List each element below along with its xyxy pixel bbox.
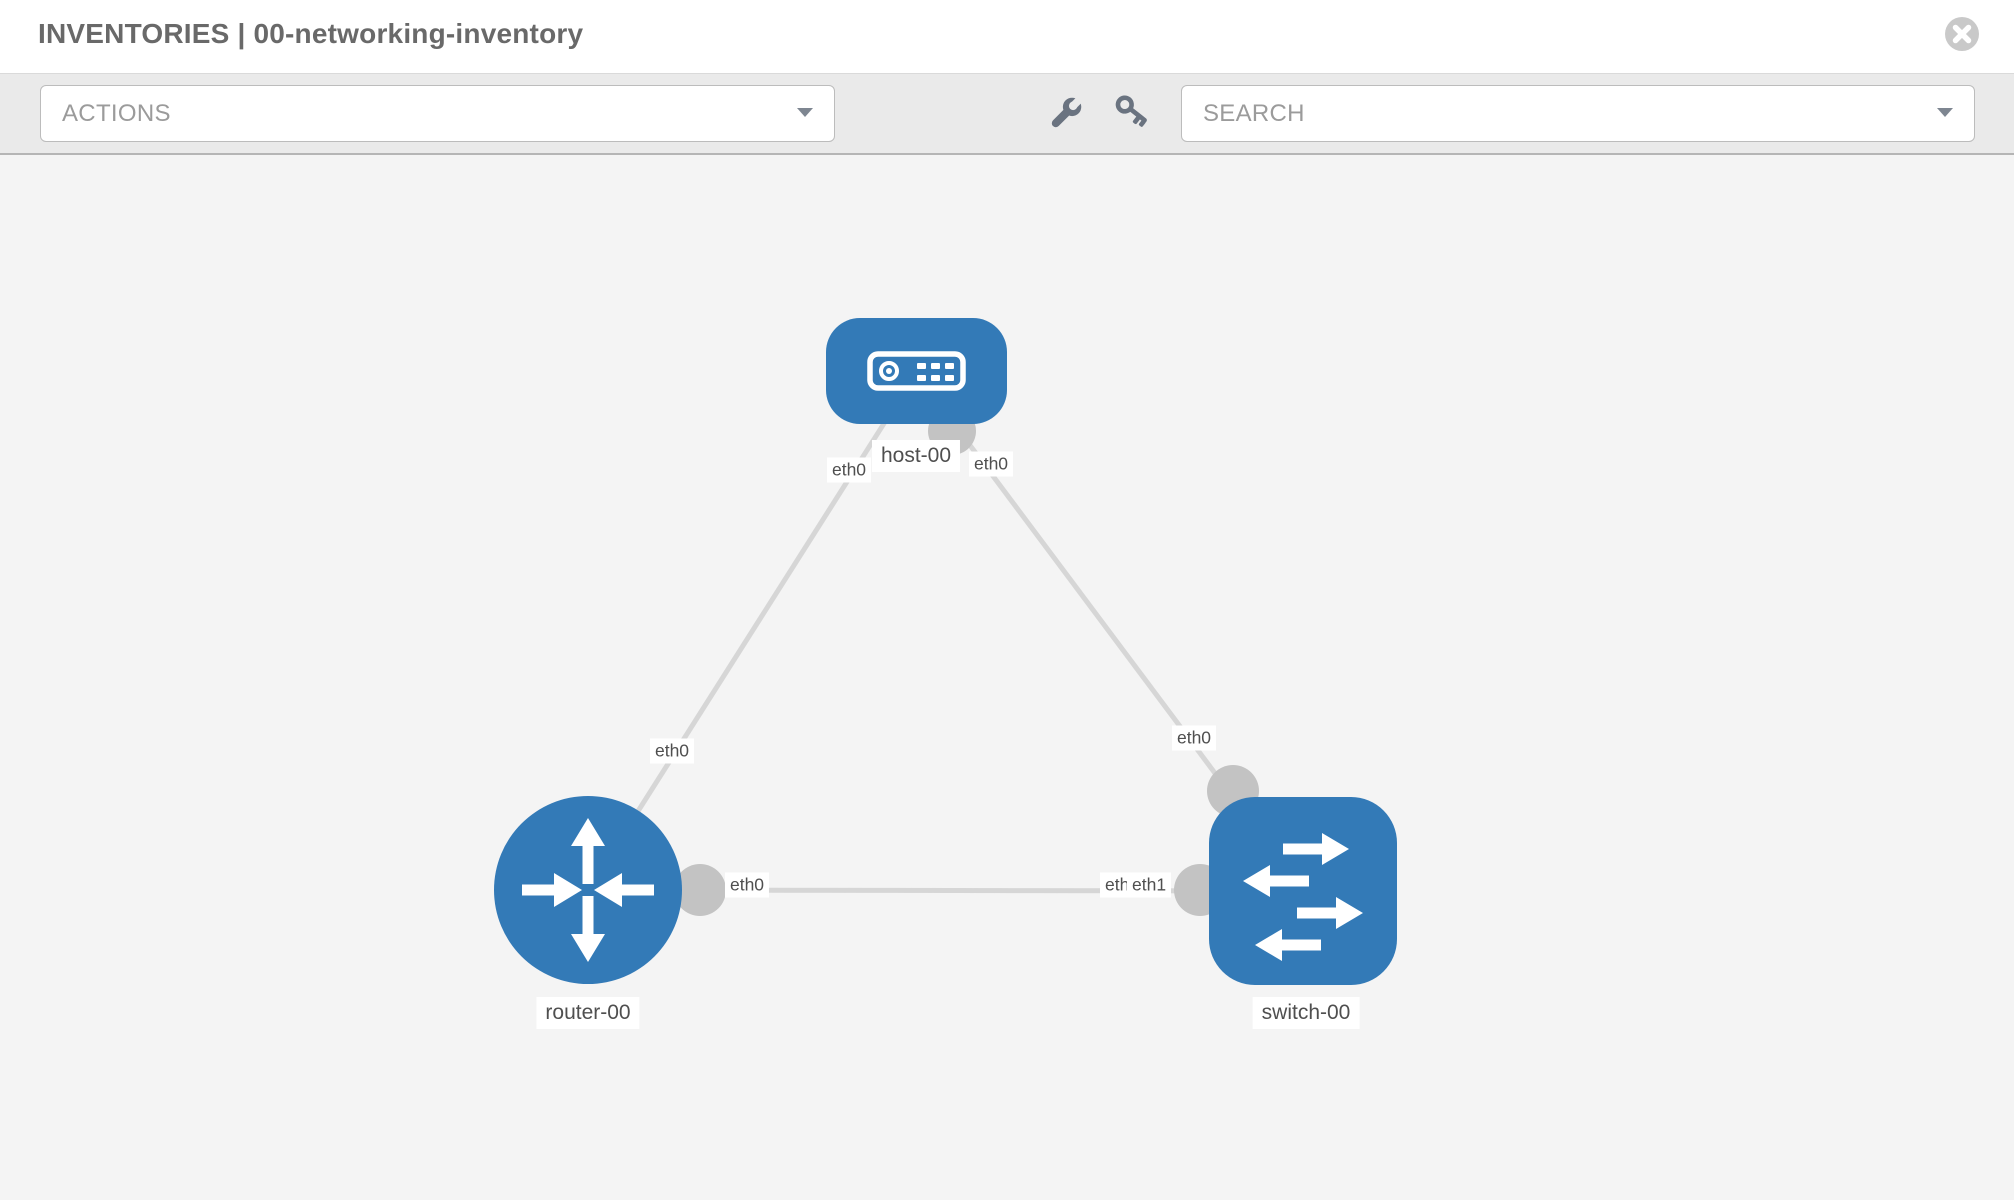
search-dropdown[interactable]: SEARCH — [1181, 85, 1975, 142]
circle-x-icon — [1944, 17, 1980, 55]
key-icon — [1110, 95, 1154, 139]
node-router-00[interactable] — [494, 796, 682, 984]
page-title: INVENTORIES | 00-networking-inventory — [38, 18, 584, 49]
server-icon — [826, 318, 1007, 424]
window-header: INVENTORIES | 00-networking-inventory — [0, 0, 2014, 74]
interface-label-router-switch-router-end: eth0 — [724, 872, 770, 898]
interface-label-host-switch-switch-end: eth0 — [1171, 725, 1217, 751]
switch-arrows-icon — [1209, 797, 1397, 985]
node-label-switch-00: switch-00 — [1252, 997, 1360, 1029]
node-host-00[interactable] — [826, 318, 1007, 424]
actions-dropdown[interactable]: ACTIONS — [40, 85, 835, 142]
chevron-down-icon — [796, 105, 814, 123]
search-dropdown-label: SEARCH — [1203, 99, 1305, 127]
interface-label-host-switch-host-end: eth0 — [968, 451, 1014, 477]
close-button[interactable] — [1944, 16, 1980, 52]
node-label-host-00: host-00 — [871, 440, 961, 472]
wrench-icon — [1043, 95, 1087, 139]
router-arrows-icon — [494, 796, 682, 984]
interface-connector-router[interactable] — [674, 864, 726, 916]
topology-canvas[interactable]: host-00 router-00 switch-00 eth0 eth0 et… — [0, 155, 2014, 1200]
node-switch-00[interactable] — [1209, 797, 1397, 985]
interface-label-router-switch-switch-end: eth1 — [1127, 872, 1172, 898]
configure-button[interactable] — [1043, 92, 1087, 136]
toolbar: ACTIONS — [0, 74, 2014, 155]
actions-dropdown-label: ACTIONS — [62, 99, 171, 127]
interface-label-host-router-host-end: eth0 — [826, 457, 872, 483]
credentials-button[interactable] — [1110, 92, 1154, 136]
node-label-router-00: router-00 — [536, 997, 640, 1029]
interface-label-host-router-router-end: eth0 — [649, 738, 695, 764]
chevron-down-icon — [1936, 105, 1954, 123]
